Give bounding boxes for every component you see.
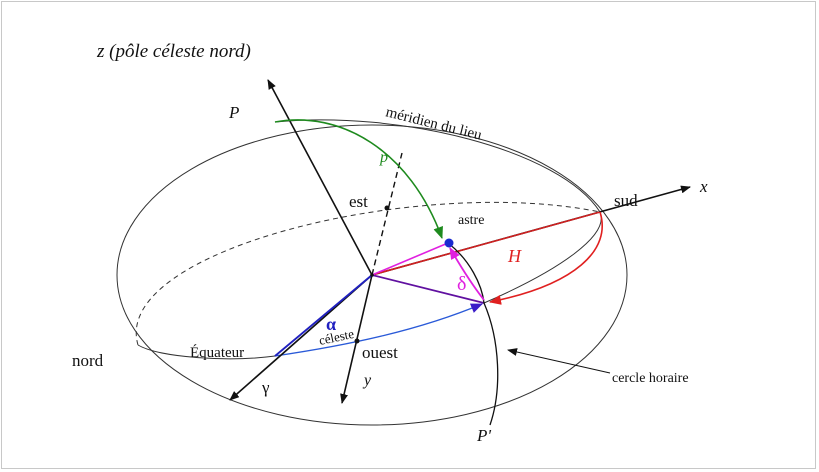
hour-angle-arc-h [489, 211, 603, 305]
equator-label-line1: Équateur [190, 344, 244, 361]
delta-label: δ [457, 273, 466, 295]
east-west-dashed-line [371, 152, 403, 276]
hour-circle-arc [447, 242, 499, 426]
meridian-label: méridien du lieu [384, 104, 484, 143]
point-p-prime-label: P' [476, 426, 491, 445]
polar-distance-arc-p [274, 119, 443, 239]
equator-label-line2: céleste [318, 326, 356, 348]
ouest-point [354, 338, 360, 344]
origin-point [370, 273, 374, 277]
purple-radius-hour-foot [371, 274, 485, 304]
sud-label: sud [614, 191, 638, 210]
hour-circle-label: cercle horaire [612, 371, 689, 386]
est-label: est [349, 192, 368, 211]
h-label: H [507, 246, 522, 266]
y-axis-label: y [362, 372, 372, 389]
gamma-label: γ [261, 378, 270, 397]
magenta-radius-star [371, 242, 449, 276]
z-axis [267, 79, 373, 276]
point-p-label: P [228, 103, 239, 122]
z-axis-label: z (pôle céleste nord) [96, 41, 251, 62]
equator-back-dashed [135, 201, 601, 346]
astre-label: astre [458, 213, 484, 228]
p-label: p [379, 149, 388, 166]
equator-front-left [137, 344, 276, 360]
celestial-sphere-outline [116, 124, 628, 426]
declination-arc-delta [449, 247, 485, 301]
equator-front-blue-arc [274, 303, 483, 357]
equator-front-right [483, 211, 602, 304]
blue-radius-gamma [274, 274, 373, 357]
alpha-label: α [326, 314, 336, 334]
est-point [384, 205, 390, 211]
hour-circle-pointer [507, 348, 611, 374]
star-point [444, 238, 454, 248]
red-radius-to-sud [371, 211, 601, 276]
nord-label: nord [72, 351, 104, 370]
meridian-arc [274, 119, 601, 213]
x-axis-label: x [699, 177, 708, 196]
ouest-label: ouest [362, 343, 398, 362]
